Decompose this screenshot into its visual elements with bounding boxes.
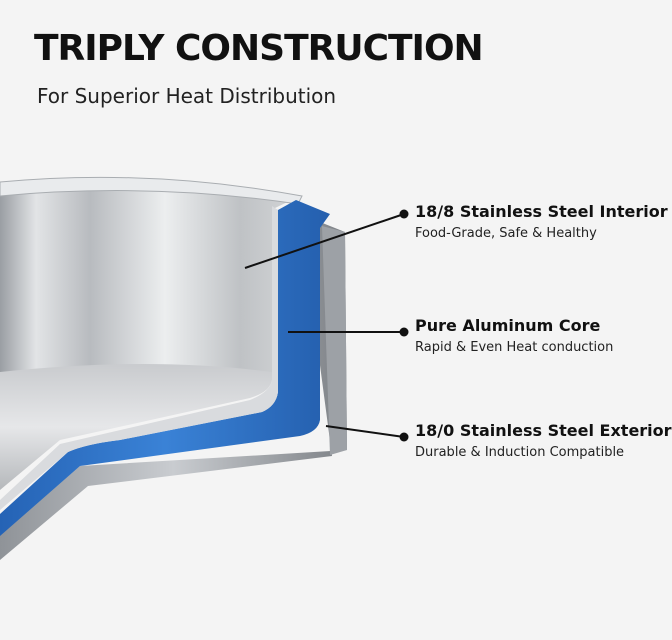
aluminum-core-layer [0,200,330,536]
leader-dot-core [399,327,409,337]
exterior-steel-side [322,226,347,455]
label-core-description: Rapid & Even Heat conduction [415,340,614,355]
interior-floor [0,364,272,490]
label-core: Pure Aluminum Core Rapid & Even Heat con… [415,316,613,355]
label-core-title: Pure Aluminum Core [415,316,601,335]
page-title: TRIPLY CONSTRUCTION [34,28,484,69]
interior-wall [0,184,300,410]
label-exterior-title: 18/0 Stainless Steel Exterior [415,421,672,440]
exterior-steel-layer [0,214,347,560]
leader-dot-exterior [399,432,409,442]
page-subtitle: For Superior Heat Distribution [37,84,337,108]
leader-dot-interior [399,209,409,219]
pan-cross-section-diagram [0,176,409,560]
interior-steel-edge [0,206,278,510]
label-exterior-description: Durable & Induction Compatible [415,445,625,460]
label-exterior: 18/0 Stainless Steel Exterior Durable & … [415,421,672,460]
leader-line-interior [244,213,405,269]
label-interior: 18/8 Stainless Steel Interior Food-Grade… [415,202,668,241]
leader-line-exterior [325,425,405,438]
label-interior-title: 18/8 Stainless Steel Interior [415,202,668,221]
label-interior-description: Food-Grade, Safe & Healthy [415,226,597,241]
